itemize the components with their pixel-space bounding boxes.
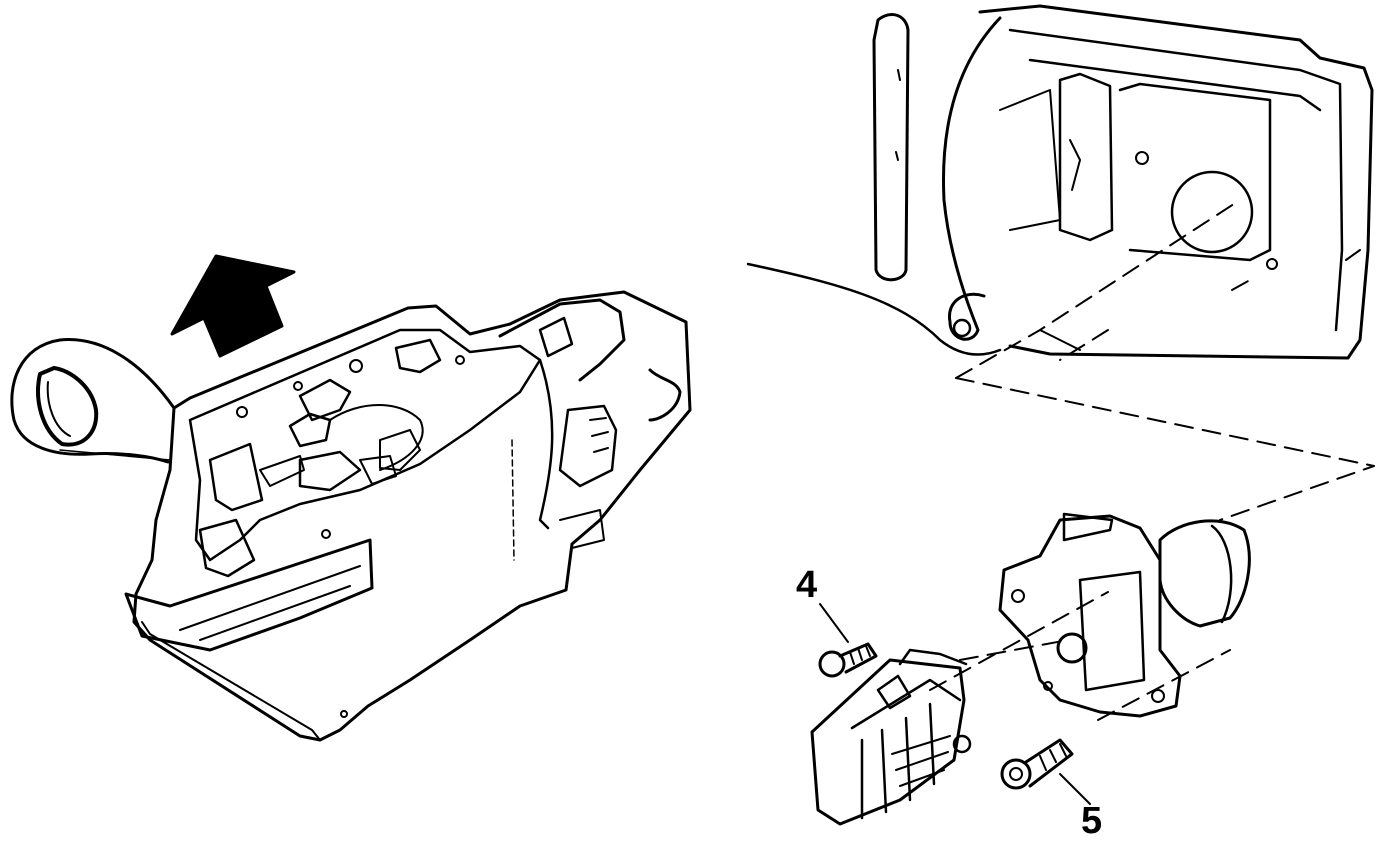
switch-housing [998,514,1182,718]
screw-4-icon [818,603,878,678]
screw-5-icon [1000,738,1091,805]
column-housing [746,4,1374,360]
ignition-switch [810,658,966,826]
housing-body [132,290,692,742]
lock-housing-assembly [10,290,692,742]
callout-label-4: 4 [796,564,818,606]
lock-cylinder [1158,519,1251,628]
column-tube [872,13,910,282]
ignition-switch-assembly [810,512,1251,826]
removal-arrow [170,254,296,358]
callout-label-5: 5 [1081,800,1103,842]
assembly-lines [929,199,1375,721]
